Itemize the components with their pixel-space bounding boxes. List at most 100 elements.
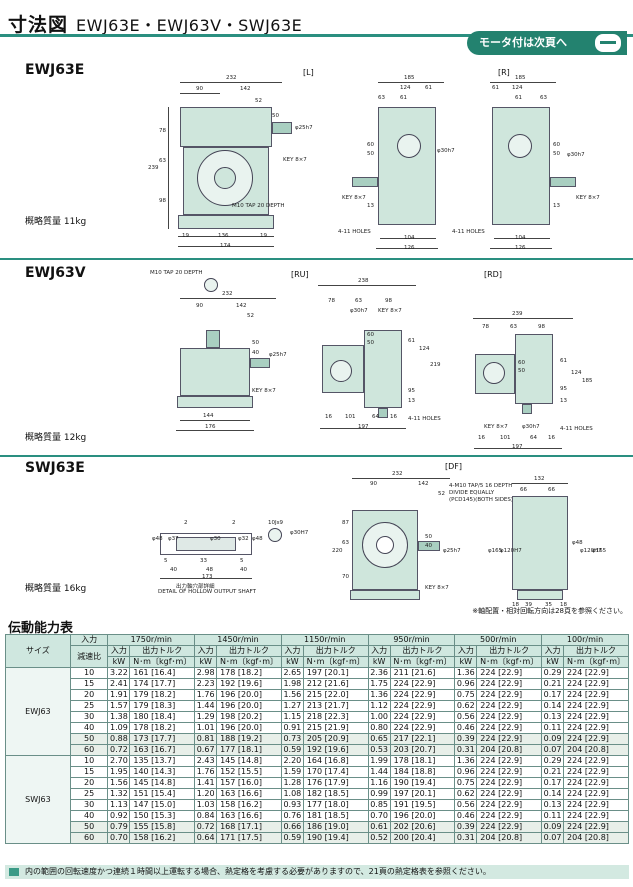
torque-unit: N･m〔kgf･m〕 [129,656,196,668]
input-kw-cell: 0.65 [367,733,391,745]
input-kw-cell: 1.08 [280,788,304,800]
ratio-cell: 30 [69,711,109,723]
view-ru-label: [RU] [291,270,309,279]
ewj63e-mass: 概略質量 11kg [25,217,87,227]
output-torque-cell: 205 [20.9] [302,733,369,745]
output-torque-cell: 164 [16.8] [302,755,369,767]
output-torque-cell: 224 [22.9] [563,766,629,778]
input-kw-header: 入力 [194,645,218,657]
input-kw-cell: 0.39 [454,733,478,745]
input-header: 入力 [69,634,109,646]
input-kw-cell: 1.28 [280,777,304,789]
input-kw-cell: 1.29 [194,711,218,723]
output-torque-cell: 213 [21.7] [302,700,369,712]
input-kw-cell: 2.41 [107,678,131,690]
output-torque-cell: 179 [18.2] [129,689,196,701]
input-kw-cell: 3.22 [107,667,131,679]
output-torque-cell: 204 [20.8] [563,832,629,844]
capacity-table: サイズ 入力 1750r/min 1450r/min 1150r/min 950… [5,634,629,844]
output-torque-header: 出力トルク [129,645,196,657]
input-kw-cell: 0.62 [454,700,478,712]
output-torque-cell: 212 [21.6] [302,678,369,690]
output-torque-cell: 196 [20.0] [389,810,456,822]
output-torque-cell: 179 [18.3] [129,700,196,712]
input-unit: kW [454,656,478,668]
input-kw-cell: 0.09 [541,733,565,745]
input-kw-cell: 1.98 [280,678,304,690]
speed-header: 950r/min [367,634,456,646]
ewj63e-title: EWJ63E [25,62,85,78]
output-torque-cell: 177 [18.0] [302,799,369,811]
speed-header: 1450r/min [194,634,282,646]
input-kw-cell: 0.31 [454,744,478,756]
output-torque-cell: 202 [20.6] [389,821,456,833]
input-kw-cell: 1.59 [280,766,304,778]
swj63e-mass: 概略質量 16kg [25,584,87,594]
section-separator [0,455,633,457]
input-kw-cell: 0.29 [541,667,565,679]
output-torque-cell: 197 [20.1] [302,667,369,679]
output-torque-cell: 181 [18.5] [302,810,369,822]
input-kw-cell: 1.41 [194,777,218,789]
input-kw-cell: 1.03 [194,799,218,811]
input-kw-cell: 2.65 [280,667,304,679]
input-kw-cell: 0.64 [194,832,218,844]
title-main: 寸法図 [8,14,69,36]
input-kw-cell: 0.92 [107,810,131,822]
input-kw-cell: 0.85 [367,799,391,811]
input-unit: kW [367,656,391,668]
motor-next-page-link[interactable]: モータ付は次頁へ [467,31,627,55]
input-kw-cell: 0.72 [107,744,131,756]
output-torque-cell: 200 [20.4] [389,832,456,844]
output-torque-cell: 178 [18.1] [389,755,456,767]
input-kw-cell: 0.07 [541,744,565,756]
output-torque-cell: 224 [22.9] [476,689,543,701]
input-kw-cell: 0.67 [194,744,218,756]
input-kw-cell: 0.72 [194,821,218,833]
output-torque-cell: 215 [21.9] [302,722,369,734]
output-torque-cell: 192 [19.6] [216,678,282,690]
output-torque-cell: 184 [18.8] [389,766,456,778]
input-kw-cell: 0.29 [541,755,565,767]
speed-header: 500r/min [454,634,543,646]
input-kw-cell: 0.73 [280,733,304,745]
output-torque-cell: 196 [20.0] [216,700,282,712]
input-kw-cell: 0.70 [107,832,131,844]
output-torque-cell: 224 [22.9] [563,788,629,800]
input-kw-cell: 2.70 [107,755,131,767]
input-kw-cell: 1.95 [107,766,131,778]
output-torque-cell: 218 [22.3] [302,711,369,723]
input-kw-cell: 1.91 [107,689,131,701]
output-torque-cell: 150 [15.3] [129,810,196,822]
input-kw-cell: 1.44 [367,766,391,778]
input-kw-cell: 0.21 [541,678,565,690]
output-torque-cell: 174 [17.7] [129,678,196,690]
ratio-cell: 60 [69,832,109,844]
output-torque-cell: 188 [19.2] [216,733,282,745]
output-torque-cell: 151 [15.4] [129,788,196,800]
input-kw-cell: 1.16 [367,777,391,789]
input-kw-cell: 0.56 [454,799,478,811]
input-kw-cell: 1.09 [107,722,131,734]
input-kw-cell: 2.20 [280,755,304,767]
input-kw-cell: 0.53 [367,744,391,756]
output-torque-cell: 224 [22.9] [563,722,629,734]
output-torque-cell: 224 [22.9] [476,733,543,745]
output-torque-cell: 224 [22.9] [563,821,629,833]
input-kw-cell: 0.14 [541,700,565,712]
output-torque-cell: 158 [16.2] [216,799,282,811]
model-cell: SWJ63 [5,755,71,844]
output-torque-cell: 224 [22.9] [563,689,629,701]
output-torque-cell: 135 [13.7] [129,755,196,767]
input-kw-cell: 0.39 [454,821,478,833]
output-torque-cell: 152 [15.5] [216,766,282,778]
input-kw-cell: 1.36 [454,667,478,679]
output-torque-cell: 192 [19.6] [302,744,369,756]
input-kw-cell: 2.23 [194,678,218,690]
input-kw-cell: 0.79 [107,821,131,833]
output-torque-cell: 171 [17.5] [216,832,282,844]
